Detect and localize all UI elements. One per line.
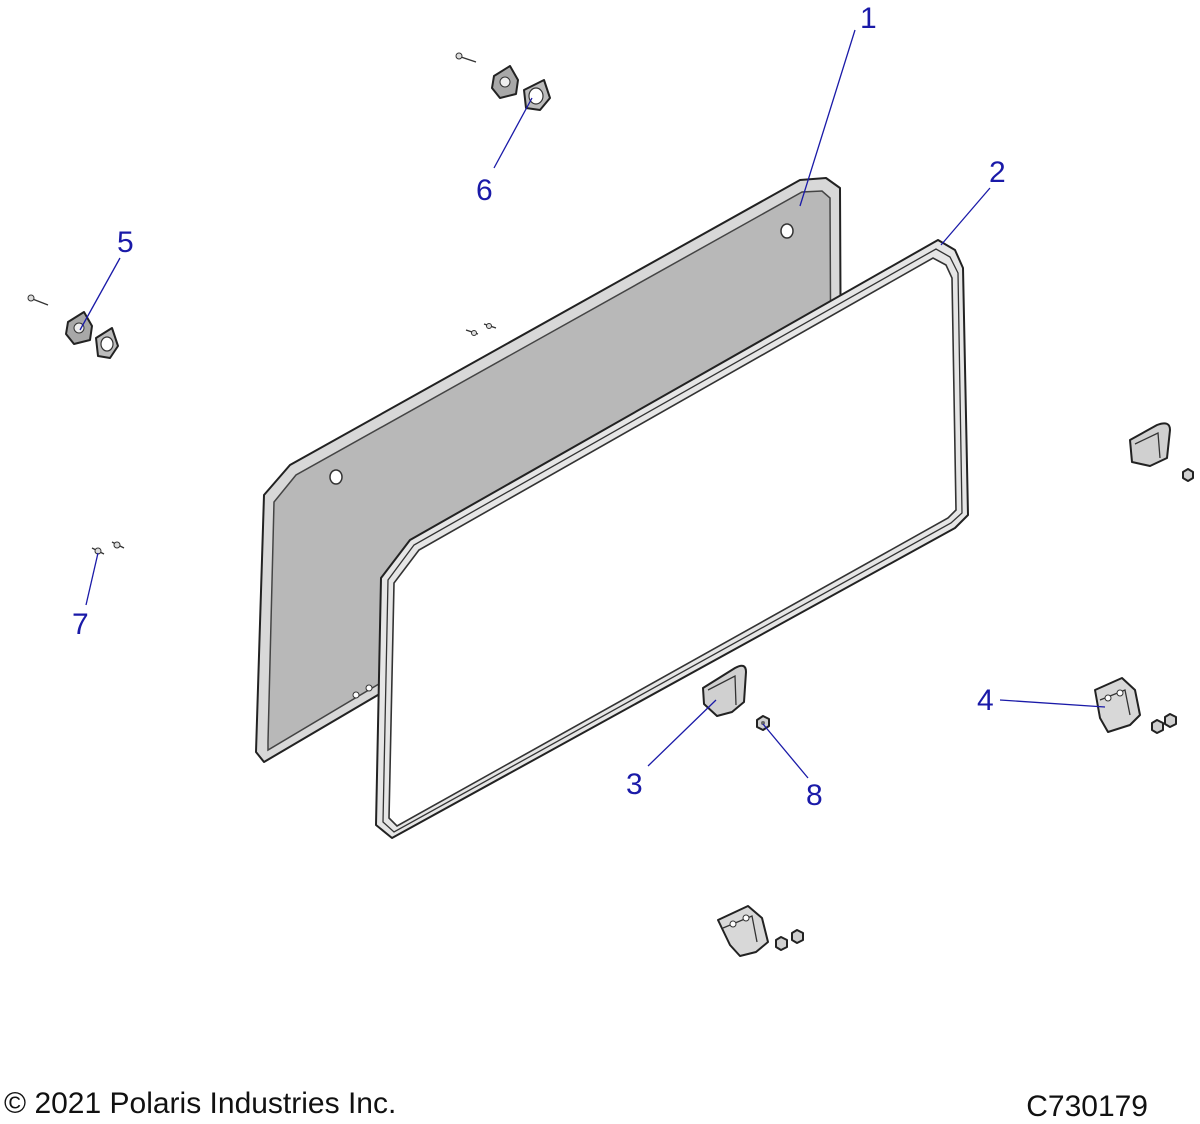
- callout-labels: 1 2 3 4 5 6 7 8: [72, 2, 1006, 812]
- leader-lines: [79, 29, 1106, 779]
- callout-3: 3: [626, 768, 643, 801]
- callout-7: 7: [72, 608, 89, 641]
- copyright-notice: © 2021 Polaris Industries Inc.: [4, 1087, 397, 1120]
- drawing-number: C730179: [1026, 1090, 1148, 1123]
- callout-6: 6: [476, 174, 493, 207]
- window-seal: [375, 239, 969, 839]
- callout-5: 5: [117, 226, 134, 259]
- retainer-set-upper: [455, 52, 551, 111]
- hinge-bracket: [1094, 677, 1177, 734]
- screws-upper: [465, 323, 497, 336]
- callout-4: 4: [977, 684, 994, 717]
- screws: [91, 541, 125, 555]
- latch-bracket: [702, 664, 747, 717]
- hinge-bracket-lower: [717, 905, 804, 957]
- callout-2: 2: [989, 156, 1006, 189]
- retainer-set: [27, 294, 119, 359]
- nut: [756, 715, 770, 731]
- latch-bracket-right: [1129, 422, 1194, 482]
- callout-1: 1: [860, 2, 877, 35]
- callout-8: 8: [806, 779, 823, 812]
